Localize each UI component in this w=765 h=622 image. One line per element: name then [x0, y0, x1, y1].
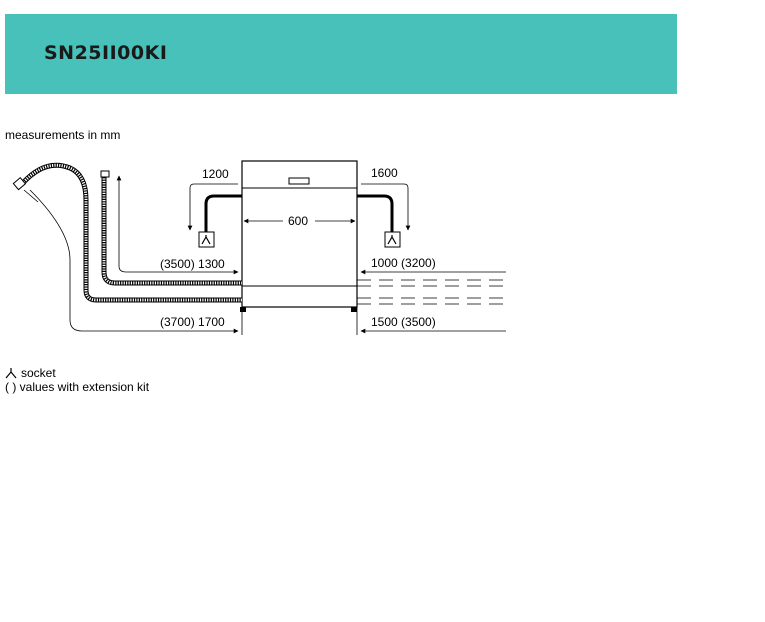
model-title: SN25II00KI	[44, 42, 168, 64]
socket-icon	[5, 368, 17, 379]
faucet-icon	[384, 231, 401, 248]
dim-width: 600	[288, 214, 308, 228]
header-banner: SN25II00KI	[5, 14, 677, 94]
dim-right-lower: 1500 (3500)	[371, 315, 436, 329]
dim-left-lower: (3700) 1700	[160, 315, 225, 329]
hose-icon	[12, 162, 242, 303]
legend-extension: ( ) values with extension kit	[5, 380, 149, 394]
legend-extension-label: ( ) values with extension kit	[5, 380, 150, 394]
dim-left-upper: (3500) 1300	[160, 257, 225, 271]
legend-socket: socket	[5, 366, 149, 380]
hose-icon	[100, 170, 242, 286]
dim-right-upper: 1000 (3200)	[371, 256, 436, 270]
legend-socket-label: socket	[21, 366, 56, 380]
faucet-icon	[198, 231, 215, 248]
dishwasher-icon	[240, 160, 358, 312]
legend: socket ( ) values with extension kit	[5, 366, 149, 394]
dim-right-top: 1600	[371, 166, 398, 180]
dim-left-top: 1200	[202, 167, 229, 181]
units-note: measurements in mm	[5, 128, 121, 142]
